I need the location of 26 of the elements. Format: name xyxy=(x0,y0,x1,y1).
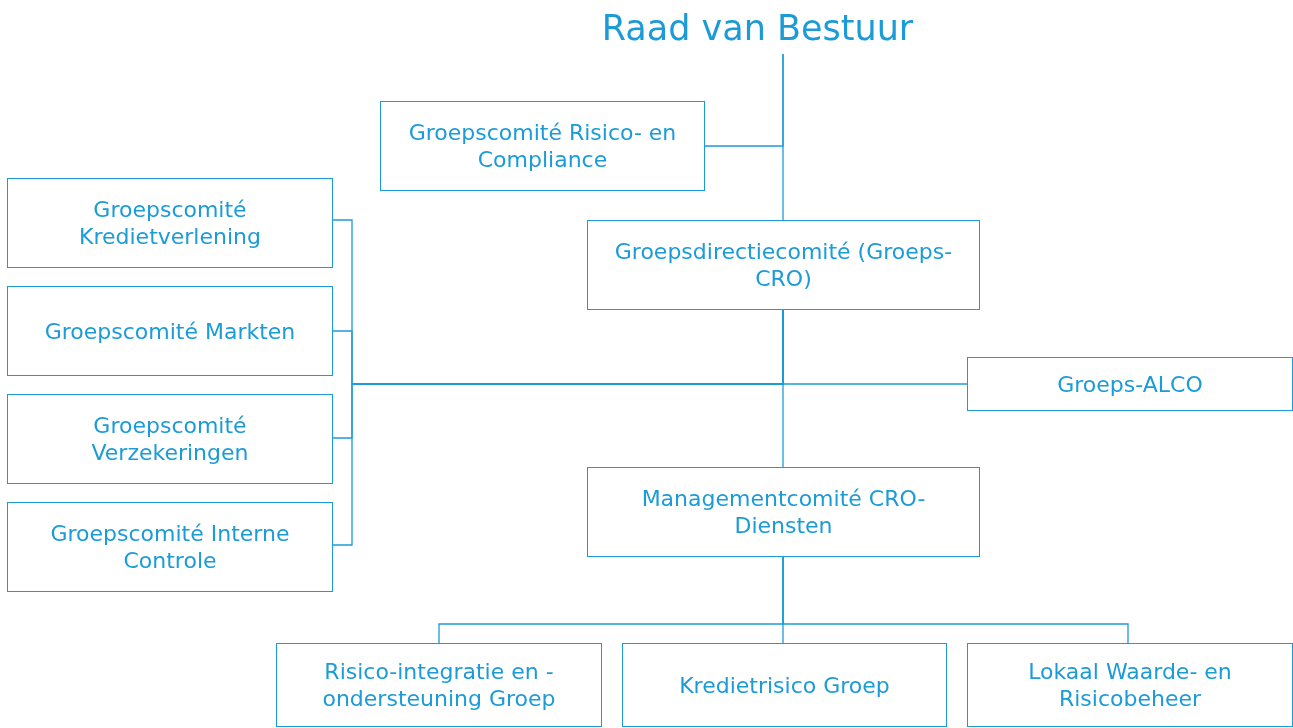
committee-box xyxy=(587,220,980,310)
box-label: Kredietrisico Groep xyxy=(679,671,890,699)
box-label: Groepscomité Interne Controle xyxy=(49,520,291,574)
box-label: Groeps-ALCO xyxy=(1057,370,1203,398)
box-label: Groepscomité Risico- en Compliance xyxy=(407,119,678,173)
connector-line xyxy=(782,556,1129,644)
box-label: Groepsdirectiecomité (Groeps-CRO) xyxy=(613,238,954,292)
committee-box xyxy=(967,357,1293,411)
box-label: Groepscomité Verzekeringen xyxy=(90,412,250,466)
box-label: Managementcomité CRO-Diensten xyxy=(640,485,927,539)
committee-box xyxy=(7,178,333,268)
box-label: Risico-integratie en -ondersteuning Groep xyxy=(321,658,557,712)
box-label: Lokaal Waarde- en Risicobeheer xyxy=(1027,658,1233,712)
committee-box xyxy=(967,643,1293,727)
committee-box xyxy=(380,101,705,191)
connector-line xyxy=(782,53,784,221)
committee-box xyxy=(276,643,602,727)
committee-box xyxy=(7,394,333,484)
box-label: Groepscomité Kredietverlening xyxy=(78,196,262,250)
connector-line xyxy=(782,309,784,468)
committee-box xyxy=(7,502,333,592)
committee-box xyxy=(7,286,333,376)
box-label: Groepscomité Markten xyxy=(44,317,296,345)
title-text: Raad van Bestuur xyxy=(570,4,945,54)
committee-box xyxy=(587,467,980,557)
committee-box xyxy=(622,643,947,727)
